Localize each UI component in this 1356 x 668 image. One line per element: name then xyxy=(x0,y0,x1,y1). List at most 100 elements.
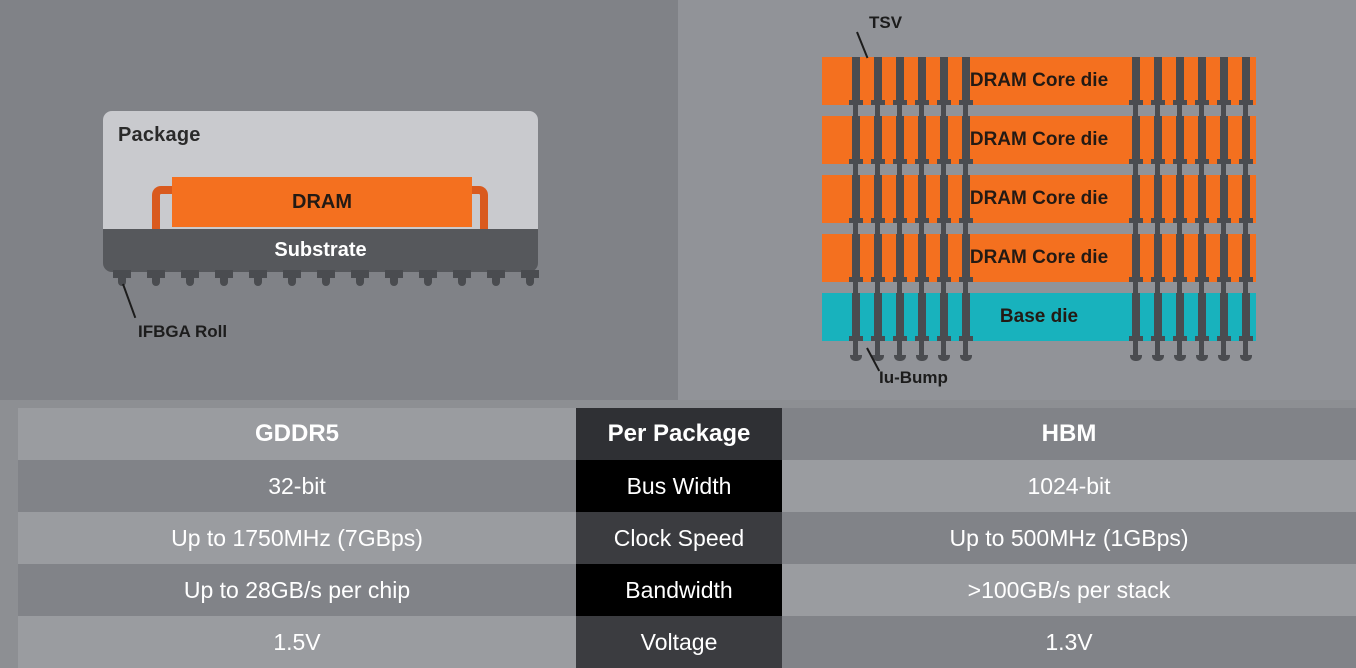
ifbga-roll-label: IFBGA Roll xyxy=(138,322,228,341)
micro-bump-stem xyxy=(875,341,880,357)
tsv-pad xyxy=(1217,277,1231,282)
tsv-pillar xyxy=(1220,293,1228,341)
tsv-pad xyxy=(1129,159,1143,164)
ifbga-ball xyxy=(317,270,335,286)
micro-bump xyxy=(894,355,906,361)
tsv-pad xyxy=(915,336,929,341)
table-header-metric: Per Package xyxy=(576,408,782,460)
micro-bump-stem xyxy=(1133,341,1138,357)
substrate-label: Substrate xyxy=(274,239,367,261)
tsv-pad xyxy=(915,159,929,164)
tsv-pillar xyxy=(962,57,970,105)
tsv-interconnect xyxy=(1199,223,1204,234)
tsv-interconnect xyxy=(1177,105,1182,116)
tsv-interconnect xyxy=(897,105,902,116)
tsv-interconnect xyxy=(1221,164,1226,175)
tsv-pad xyxy=(1217,159,1231,164)
tsv-pad xyxy=(849,159,863,164)
tsv-pillar xyxy=(940,116,948,164)
tsv-pad xyxy=(1173,277,1187,282)
tsv-pillar xyxy=(1198,234,1206,282)
tsv-label: TSV xyxy=(869,13,903,32)
dram-core-die: DRAM Core die xyxy=(822,57,1256,105)
tsv-pad xyxy=(915,100,929,105)
tsv-interconnect xyxy=(963,164,968,175)
tsv-pillar xyxy=(1242,234,1250,282)
tsv-pad xyxy=(871,336,885,341)
table-header-hbm: HBM xyxy=(782,408,1356,460)
tsv-pillar xyxy=(1242,57,1250,105)
tsv-pillar xyxy=(918,293,926,341)
tsv-interconnect xyxy=(1133,223,1138,234)
tsv-pillar xyxy=(1220,234,1228,282)
tsv-pillar xyxy=(1198,116,1206,164)
tsv-pillar xyxy=(1242,293,1250,341)
tsv-interconnect xyxy=(875,223,880,234)
tsv-interconnect xyxy=(919,164,924,175)
tsv-pillar xyxy=(940,175,948,223)
tsv-pillar xyxy=(962,116,970,164)
tsv-interconnect xyxy=(1199,105,1204,116)
die-label: DRAM Core die xyxy=(969,129,1109,150)
tsv-interconnect xyxy=(1243,282,1248,293)
micro-bump-stem xyxy=(963,341,968,357)
tsv-pad xyxy=(1173,159,1187,164)
tsv-interconnect xyxy=(963,105,968,116)
ifbga-ball xyxy=(181,270,199,286)
tsv-pad xyxy=(1173,218,1187,223)
tsv-pillar xyxy=(1132,293,1140,341)
tsv-pad xyxy=(1151,159,1165,164)
micro-bump-stem xyxy=(919,341,924,357)
tsv-interconnect xyxy=(1155,164,1160,175)
tsv-pillar xyxy=(852,234,860,282)
tsv-pad xyxy=(959,159,973,164)
ifbga-ball xyxy=(521,270,539,286)
die-label: Base die xyxy=(999,306,1079,327)
tsv-pad xyxy=(849,336,863,341)
substrate-block: Substrate xyxy=(103,229,538,272)
die-label: DRAM Core die xyxy=(969,247,1109,268)
ifbga-ball xyxy=(419,270,437,286)
ubump-label: Iu-Bump xyxy=(879,368,948,387)
micro-bump-stem xyxy=(941,341,946,357)
tsv-interconnect xyxy=(941,164,946,175)
tsv-pillar xyxy=(1176,234,1184,282)
micro-bump-stem xyxy=(1221,341,1226,357)
ifbga-ball xyxy=(385,270,403,286)
tsv-pillar xyxy=(918,116,926,164)
tsv-interconnect xyxy=(1243,223,1248,234)
tsv-pillar xyxy=(1220,116,1228,164)
dram-core-die: DRAM Core die xyxy=(822,175,1256,223)
micro-bump xyxy=(872,355,884,361)
table-cell-gddr5: 1.5V xyxy=(18,616,576,668)
tsv-pad xyxy=(937,100,951,105)
tsv-interconnect xyxy=(1221,223,1226,234)
micro-bump xyxy=(938,355,950,361)
tsv-pillar xyxy=(896,116,904,164)
tsv-pillar xyxy=(962,293,970,341)
tsv-pillar xyxy=(1176,116,1184,164)
tsv-pad xyxy=(893,218,907,223)
tsv-pad xyxy=(871,277,885,282)
ifbga-ball xyxy=(351,270,369,286)
tsv-pillar xyxy=(874,175,882,223)
tsv-pad xyxy=(915,277,929,282)
ifbga-ball xyxy=(215,270,233,286)
tsv-interconnect xyxy=(963,282,968,293)
tsv-pad xyxy=(1217,218,1231,223)
tsv-interconnect xyxy=(941,282,946,293)
tsv-pillar xyxy=(1154,293,1162,341)
tsv-pad xyxy=(1151,336,1165,341)
tsv-pillar xyxy=(940,57,948,105)
table-cell-metric: Bandwidth xyxy=(576,564,782,616)
tsv-interconnect xyxy=(853,282,858,293)
tsv-pad xyxy=(893,277,907,282)
ifbga-ball xyxy=(147,270,165,286)
tsv-interconnect xyxy=(1155,282,1160,293)
ifbga-ball xyxy=(113,270,131,286)
tsv-interconnect xyxy=(963,223,968,234)
tsv-pillar xyxy=(852,293,860,341)
tsv-pillar xyxy=(1132,234,1140,282)
tsv-pillar xyxy=(918,234,926,282)
